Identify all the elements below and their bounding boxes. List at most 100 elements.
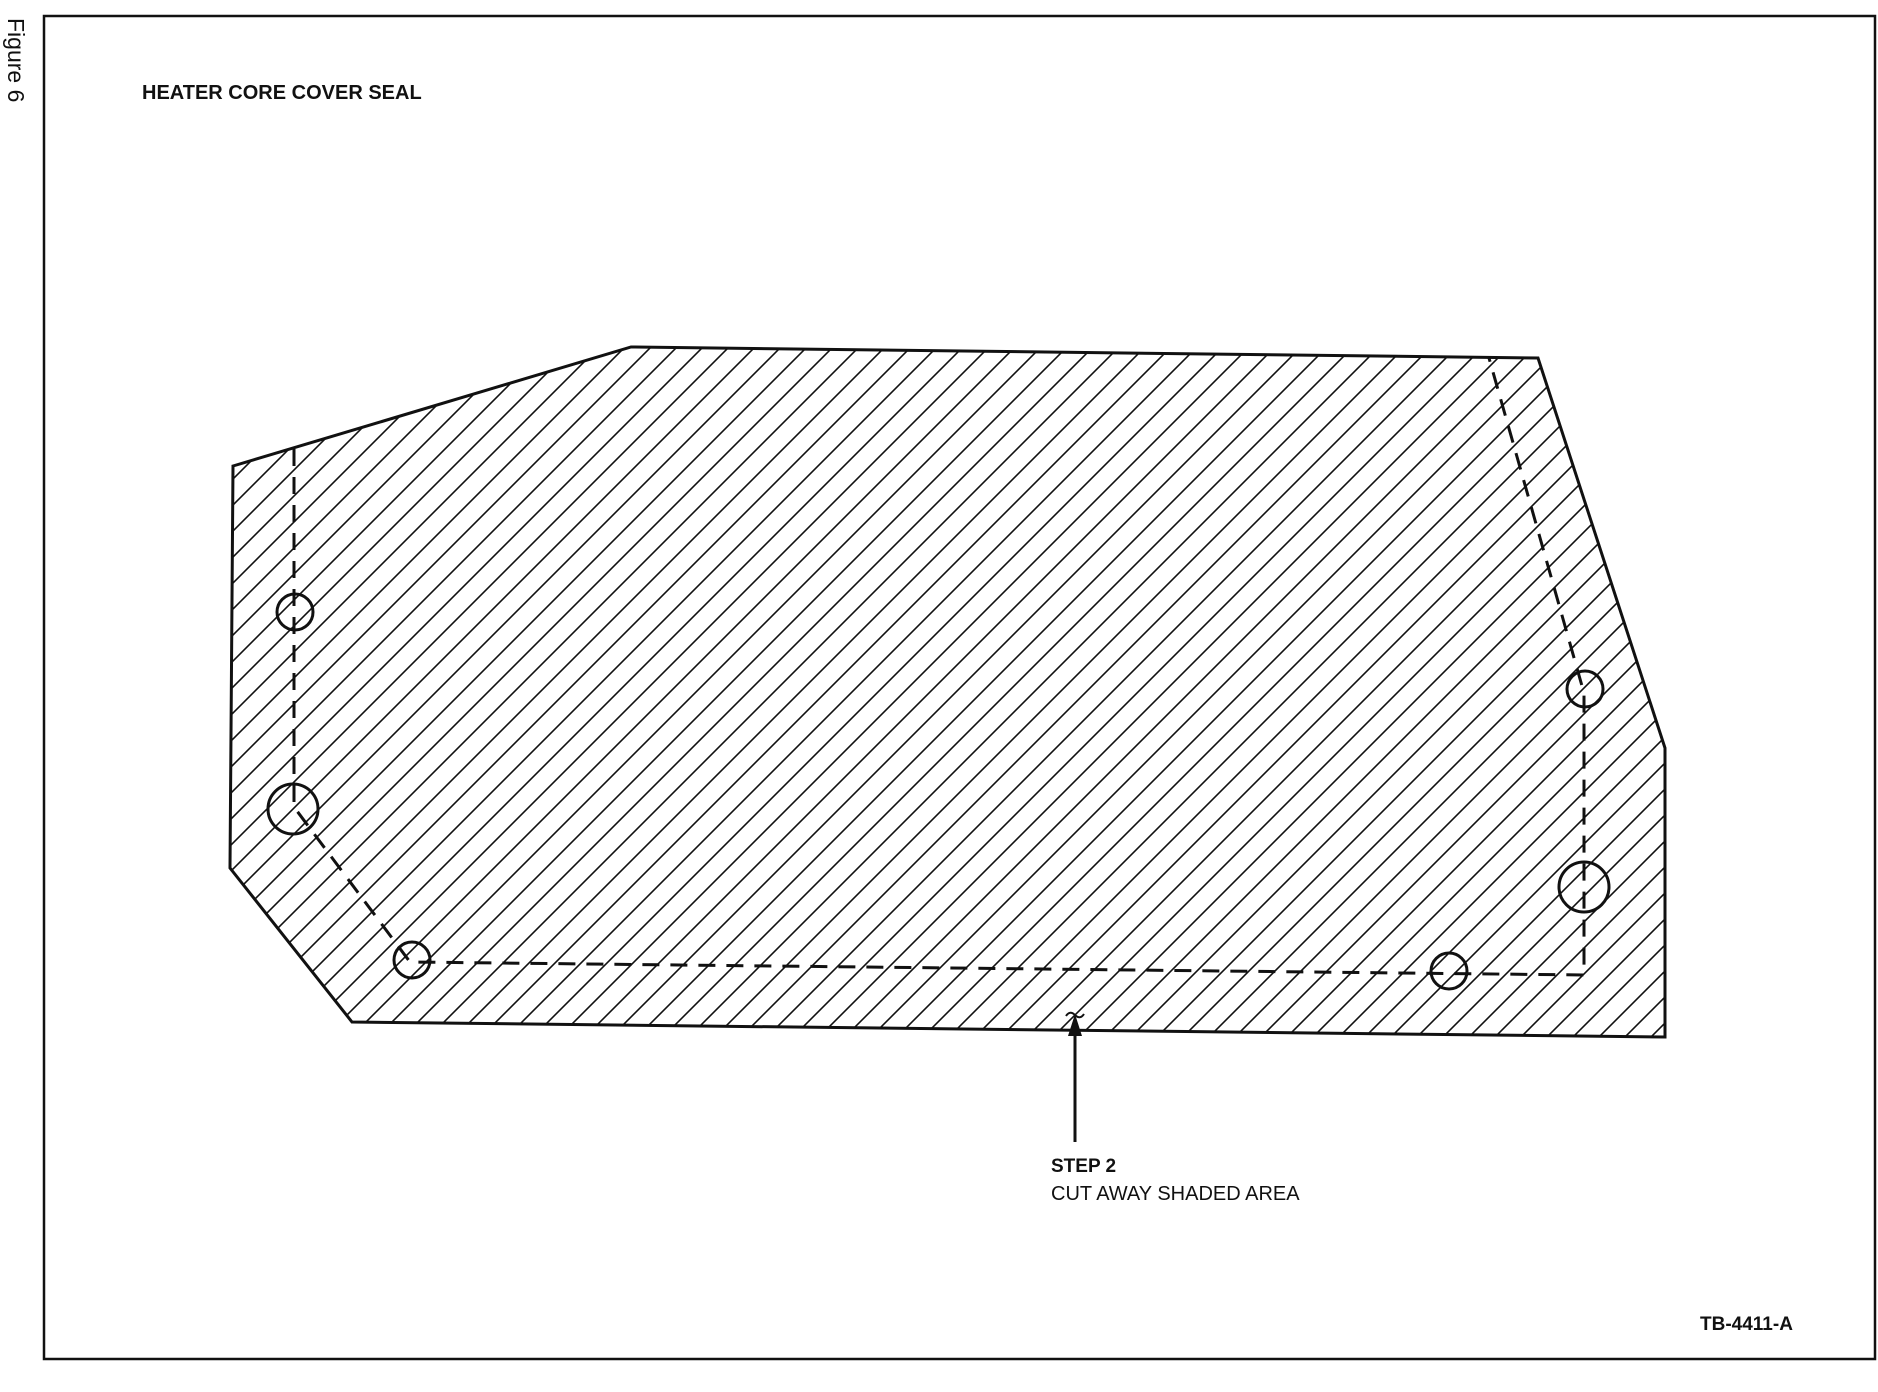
hatch-line <box>230 347 505 1037</box>
hatch-line <box>230 347 973 1037</box>
hatch-line <box>0 0 218 1392</box>
hatch-line <box>230 347 1519 1037</box>
hatch-line <box>1451 347 1665 1037</box>
hatch-line <box>1738 0 1878 1392</box>
bolt-hole-left-lower <box>266 782 320 836</box>
figure-label: Figure 6 <box>3 18 29 102</box>
hatch-line <box>230 347 1571 1037</box>
figure-frame <box>42 14 1877 1361</box>
hatch-line <box>230 347 999 1037</box>
hatch-line <box>1581 347 1665 1037</box>
hatch-line <box>723 347 1665 1037</box>
hatch-line <box>230 347 349 1037</box>
hatch-line <box>230 347 531 1037</box>
hatch-line <box>230 347 1207 1037</box>
hatch-line <box>230 347 1077 1037</box>
hatch-line <box>853 347 1665 1037</box>
hatch-line <box>230 347 375 1037</box>
hatch-line <box>1555 347 1665 1037</box>
hatch-line <box>230 347 1311 1037</box>
step-instruction: CUT AWAY SHADED AREA <box>1051 1183 1300 1205</box>
hatch-line <box>463 347 1665 1037</box>
hatch-line <box>230 347 1259 1037</box>
hatch-line <box>230 347 557 1037</box>
hatch-line <box>541 347 1665 1037</box>
hatch-line <box>801 347 1665 1037</box>
hatch-line <box>1633 347 1665 1037</box>
hatch-line <box>1243 347 1665 1037</box>
hatch-line <box>230 347 635 1037</box>
hatch-line <box>385 347 1665 1037</box>
hatch-line <box>230 347 1025 1037</box>
hatch-line <box>697 347 1665 1037</box>
hatch-line <box>1816 0 1878 1392</box>
hatch-line <box>1842 0 1878 1392</box>
hatch-line <box>515 347 1665 1037</box>
hatch-line <box>230 347 843 1037</box>
hatch-line <box>411 347 1665 1037</box>
hatch-line <box>1868 0 1878 1392</box>
hatch-line <box>645 347 1665 1037</box>
hatch-line <box>230 347 427 1037</box>
hatch-line <box>230 347 453 1037</box>
hatch-line <box>593 347 1665 1037</box>
hatch-line <box>281 347 1665 1037</box>
reference-code: TB-4411-A <box>1700 1314 1793 1335</box>
hatch-line <box>230 347 1155 1037</box>
hatch-line <box>1764 0 1878 1392</box>
pointer-tilde-mark <box>1065 1011 1085 1019</box>
hatch-line <box>333 347 1665 1037</box>
hatch-line <box>230 347 583 1037</box>
hatch-line <box>230 347 1233 1037</box>
pointer-arrowhead <box>1068 1014 1082 1036</box>
hatch-line <box>1295 347 1665 1037</box>
hatch-line <box>1503 347 1665 1037</box>
hatch-line <box>775 347 1665 1037</box>
hatch-line <box>230 347 1181 1037</box>
diagram-title: HEATER CORE COVER SEAL <box>142 82 422 104</box>
bolt-hole-right-upper <box>1565 669 1605 709</box>
hatch-line <box>230 347 921 1037</box>
hatch-line <box>230 347 1467 1037</box>
hatch-line <box>230 347 245 1037</box>
hatch-line <box>230 347 401 1037</box>
hatch-line <box>230 347 687 1037</box>
hatch-line <box>1373 347 1665 1037</box>
hatch-line <box>489 347 1665 1037</box>
hatch-line <box>230 347 895 1037</box>
hatch-line <box>1529 347 1665 1037</box>
hatch-line <box>230 347 1103 1037</box>
hatch-line <box>230 347 1415 1037</box>
bolt-hole-bottom-left <box>392 940 432 980</box>
hatch-line <box>1347 347 1665 1037</box>
hatch-line <box>749 347 1665 1037</box>
hatch-line <box>359 347 1665 1037</box>
hatch-line <box>230 347 791 1037</box>
bolt-hole-right-lower <box>1557 860 1611 914</box>
hatch-line <box>230 347 1337 1037</box>
bolt-hole-bottom-right <box>1429 951 1469 991</box>
hatch-line <box>0 0 192 1392</box>
hatch-line <box>827 347 1665 1037</box>
hatch-line <box>931 347 1665 1037</box>
hatch-line <box>671 347 1665 1037</box>
hatch-line <box>230 347 1363 1037</box>
hatch-line <box>1659 347 1665 1037</box>
hatch-line <box>230 347 713 1037</box>
hatch-line <box>230 347 1597 1037</box>
hatch-line <box>230 347 323 1037</box>
hatch-line <box>230 347 765 1037</box>
hatch-line <box>230 347 1285 1037</box>
hatch-line <box>230 347 1623 1037</box>
hatch-line <box>619 347 1665 1037</box>
hatch-line <box>1425 347 1665 1037</box>
hatch-line <box>879 347 1665 1037</box>
hatch-line <box>255 347 1649 1037</box>
hatch-line <box>1686 0 1878 1392</box>
hatch-line <box>230 347 609 1037</box>
hatch-line <box>230 347 869 1037</box>
hatch-line <box>230 347 1129 1037</box>
bolt-hole-left-upper <box>275 592 315 632</box>
